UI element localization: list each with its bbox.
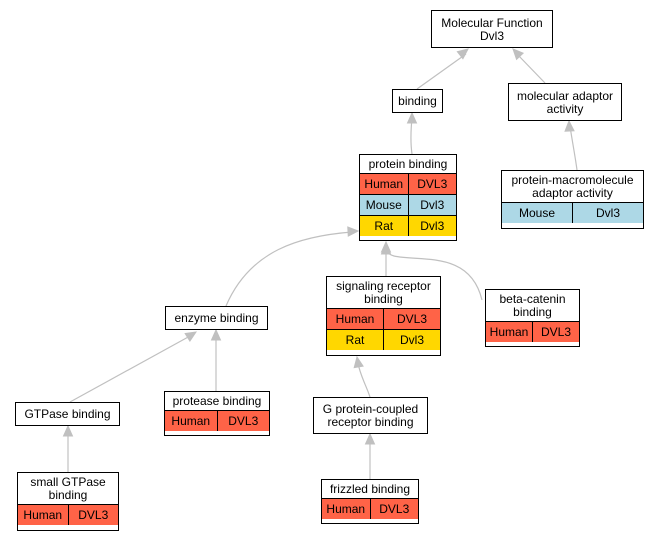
arrowhead-icon <box>512 48 525 61</box>
node-title: protein binding <box>368 157 448 171</box>
edge-pmacro-adaptor <box>564 119 578 171</box>
annotation-row-mouse: Mouse Dvl3 <box>360 194 456 215</box>
node-enzyme-binding[interactable]: enzyme binding <box>165 306 268 330</box>
node-title: GTPase binding <box>24 407 111 421</box>
edge-adaptor-mf <box>512 48 546 84</box>
arrowhead-icon <box>364 432 376 445</box>
species-label: Human <box>327 309 384 329</box>
species-label: Human <box>322 499 371 519</box>
node-title: protease binding <box>172 394 262 408</box>
arrowhead-icon <box>564 119 575 132</box>
species-label: Human <box>18 505 69 525</box>
arrowhead-icon <box>406 111 418 124</box>
species-label: Mouse <box>360 195 409 215</box>
arrowhead-icon <box>456 48 469 60</box>
edge-binding-mf <box>416 48 469 90</box>
edge-betacat-protein <box>380 242 483 301</box>
node-title: binding <box>398 94 437 108</box>
edge-gpcr-signaling <box>353 355 371 398</box>
species-label: Human <box>360 174 409 194</box>
edge-frizzled-gpcr <box>364 432 376 479</box>
arrowhead-icon <box>184 331 198 343</box>
gene-symbol: DVL3 <box>417 177 448 191</box>
node-gtpase-binding[interactable]: GTPase binding <box>15 402 120 426</box>
species-label: Rat <box>360 216 409 236</box>
gene-symbol: DVL3 <box>78 508 109 522</box>
annotation-row-human: Human DVL3 <box>165 410 269 431</box>
gene-symbol: Dvl3 <box>595 206 620 220</box>
annotation-row-human: Human DVL3 <box>486 321 579 342</box>
gene-symbol: Dvl3 <box>399 333 424 347</box>
species-label: Rat <box>327 330 384 350</box>
edge-gtpase-enzyme <box>69 331 198 403</box>
arrowhead-icon <box>347 226 360 237</box>
node-binding[interactable]: binding <box>392 89 443 113</box>
species-label: Mouse <box>502 203 573 223</box>
annotation-row-mouse: Mouse Dvl3 <box>502 202 643 223</box>
gene-symbol: Dvl3 <box>420 219 445 233</box>
annotation-row-rat: Rat Dvl3 <box>360 215 456 236</box>
edge-protease-enzyme <box>210 328 222 391</box>
annotation-row-human: Human DVL3 <box>327 308 440 329</box>
annotation-row-human: Human DVL3 <box>360 173 456 194</box>
edge-enzyme-protein <box>225 226 360 307</box>
edge-protein-binding <box>406 111 418 155</box>
arrowhead-icon <box>353 355 364 369</box>
annotation-row-rat: Rat Dvl3 <box>327 329 440 350</box>
annotation-row-human: Human DVL3 <box>322 498 418 519</box>
species-label: Human <box>165 411 218 431</box>
gene-symbol: Dvl3 <box>420 198 445 212</box>
species-label: Human <box>486 322 533 342</box>
gene-symbol: DVL3 <box>396 312 428 326</box>
gene-symbol: DVL3 <box>540 325 572 339</box>
arrowhead-icon <box>380 242 392 255</box>
node-title: enzyme binding <box>174 311 259 325</box>
arrowhead-icon <box>62 424 74 437</box>
gene-symbol: DVL3 <box>228 414 259 428</box>
edge-smallgtp-gtpase <box>62 424 74 472</box>
arrowhead-icon <box>210 328 222 341</box>
annotation-row-human: Human DVL3 <box>18 504 118 525</box>
gene-symbol: DVL3 <box>379 502 410 516</box>
node-title: frizzled binding <box>329 482 411 496</box>
